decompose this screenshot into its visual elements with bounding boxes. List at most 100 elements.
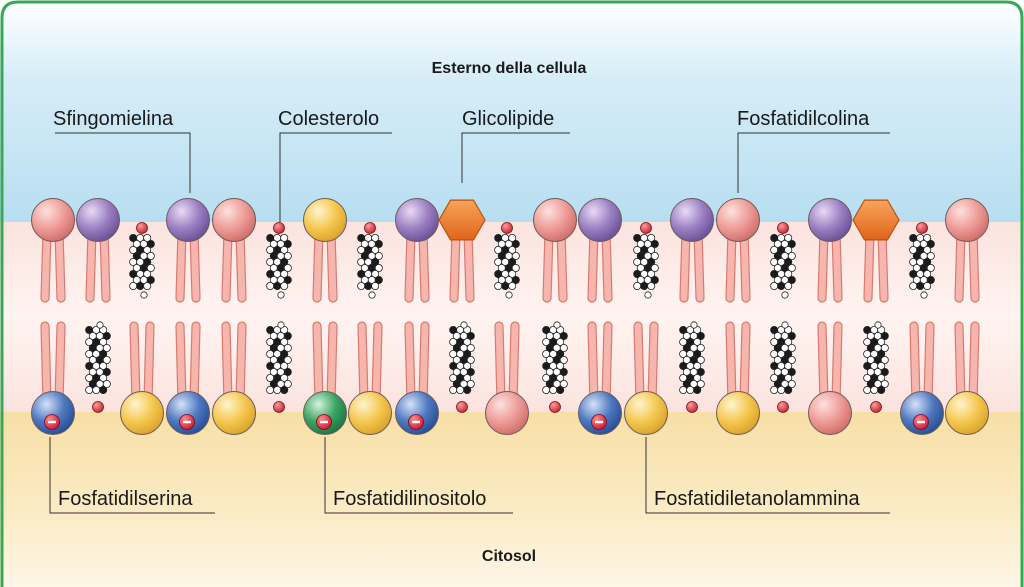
fatty-acid-tails [221, 321, 247, 403]
fatty-acid-tails [542, 231, 568, 303]
cholesterol-hydroxyl [777, 222, 789, 234]
outside-title: Esterno della cellula [432, 60, 587, 77]
sphingomyelin-head [76, 198, 120, 242]
label-glycolipid: Glicolipide [462, 108, 554, 130]
sphingomyelin-head [808, 198, 852, 242]
glycolipid-head [852, 199, 900, 241]
lipid-bilayer [31, 198, 989, 435]
label-phosphatidylcholine: Fosfatidilcolina [737, 108, 870, 130]
cholesterol-molecule [542, 321, 568, 413]
phosphatidylinositol-head [303, 391, 347, 435]
leader-phosphatidylserine [49, 437, 215, 514]
fatty-acid-tails [817, 321, 843, 403]
sphingomyelin-head [395, 198, 439, 242]
negative-charge-icon [408, 414, 424, 430]
label-phosphatidylserine: Fosfatidilserina [58, 488, 193, 510]
inside-title: Citosol [482, 548, 536, 565]
cholesterol-hydroxyl [549, 401, 561, 413]
cholesterol-molecule [679, 321, 705, 413]
label-sphingomyelin: Sfingomielina [53, 108, 174, 130]
cholesterol-hydroxyl [92, 401, 104, 413]
fatty-acid-tails [404, 231, 430, 303]
sphingomyelin-head [166, 198, 210, 242]
fatty-acid-tails [494, 321, 520, 403]
fatty-acid-tails [863, 231, 889, 303]
fatty-acid-tails [587, 231, 613, 303]
cholesterol-molecule [770, 222, 796, 299]
fatty-acid-tails [954, 231, 980, 303]
fatty-acid-tails [85, 231, 111, 303]
glycolipid-head [438, 199, 486, 241]
cholesterol-hydroxyl [273, 401, 285, 413]
cholesterol-hydroxyl [686, 401, 698, 413]
cholesterol-hydroxyl [916, 222, 928, 234]
phosphatidylethanolamine-head [716, 391, 760, 435]
phosphatidylethanolamine-head [303, 198, 347, 242]
leader-lines [49, 132, 890, 514]
phosphatidylserine-head [31, 391, 75, 435]
fatty-acid-tails [633, 321, 659, 403]
label-phosphatidylethanolamine: Fosfatidiletanolammina [654, 488, 861, 510]
leader-phosphatidylinositol [324, 437, 513, 514]
cholesterol-hydroxyl [501, 222, 513, 234]
fatty-acid-tails [587, 321, 613, 403]
phosphatidylethanolamine-head [348, 391, 392, 435]
negative-charge-icon [913, 414, 929, 430]
leader-glycolipid [461, 132, 570, 183]
negative-charge-icon [316, 414, 332, 430]
phosphatidylethanolamine-head [212, 391, 256, 435]
phosphatidylcholine-head [716, 198, 760, 242]
cholesterol-hydroxyl [456, 401, 468, 413]
cholesterol-hydroxyl [364, 222, 376, 234]
fatty-acid-tails [40, 231, 66, 303]
leader-cholesterol [279, 132, 392, 222]
cholesterol-hydroxyl [870, 401, 882, 413]
cholesterol-molecule [266, 321, 292, 413]
phosphatidylcholine-head [31, 198, 75, 242]
phosphatidylserine-head [395, 391, 439, 435]
cytosol-region [0, 412, 1024, 587]
leader-phosphatidylethanolamine [645, 437, 890, 514]
fatty-acid-tails [357, 321, 383, 403]
phosphatidylcholine-head [945, 198, 989, 242]
fatty-acid-tails [40, 321, 66, 403]
fatty-acid-tails [725, 231, 751, 303]
fatty-acid-tails [312, 231, 338, 303]
phosphatidylethanolamine-head [624, 391, 668, 435]
cholesterol-molecule [129, 222, 155, 299]
cholesterol-molecule [633, 222, 659, 299]
fatty-acid-tails [954, 321, 980, 403]
fatty-acid-tails [175, 321, 201, 403]
phosphatidylserine-head [578, 391, 622, 435]
fatty-acid-tails [175, 231, 201, 303]
cholesterol-molecule [449, 321, 475, 413]
extracellular-region [0, 0, 1024, 222]
cholesterol-molecule [357, 222, 383, 299]
sphingomyelin-head [578, 198, 622, 242]
phosphatidylethanolamine-head [945, 391, 989, 435]
fatty-acid-tails [312, 321, 338, 403]
cholesterol-hydroxyl [273, 222, 285, 234]
phosphatidylserine-head [900, 391, 944, 435]
fatty-acid-tails [725, 321, 751, 403]
cholesterol-hydroxyl [640, 222, 652, 234]
cholesterol-hydroxyl [777, 401, 789, 413]
cholesterol-molecule [85, 321, 111, 413]
phosphatidylcholine-head [808, 391, 852, 435]
label-phosphatidylinositol: Fosfatidilinositolo [333, 488, 486, 510]
cholesterol-hydroxyl [136, 222, 148, 234]
leader-phosphatidylcholine [737, 132, 890, 193]
phosphatidylethanolamine-head [120, 391, 164, 435]
phosphatidylcholine-head [212, 198, 256, 242]
leader-sphingomyelin [55, 132, 191, 193]
phosphatidylcholine-head [485, 391, 529, 435]
phosphatidylcholine-head [533, 198, 577, 242]
fatty-acid-tails [449, 231, 475, 303]
negative-charge-icon [179, 414, 195, 430]
cholesterol-molecule [494, 222, 520, 299]
sphingomyelin-head [670, 198, 714, 242]
fatty-acid-tails [221, 231, 247, 303]
fatty-acid-tails [909, 321, 935, 403]
